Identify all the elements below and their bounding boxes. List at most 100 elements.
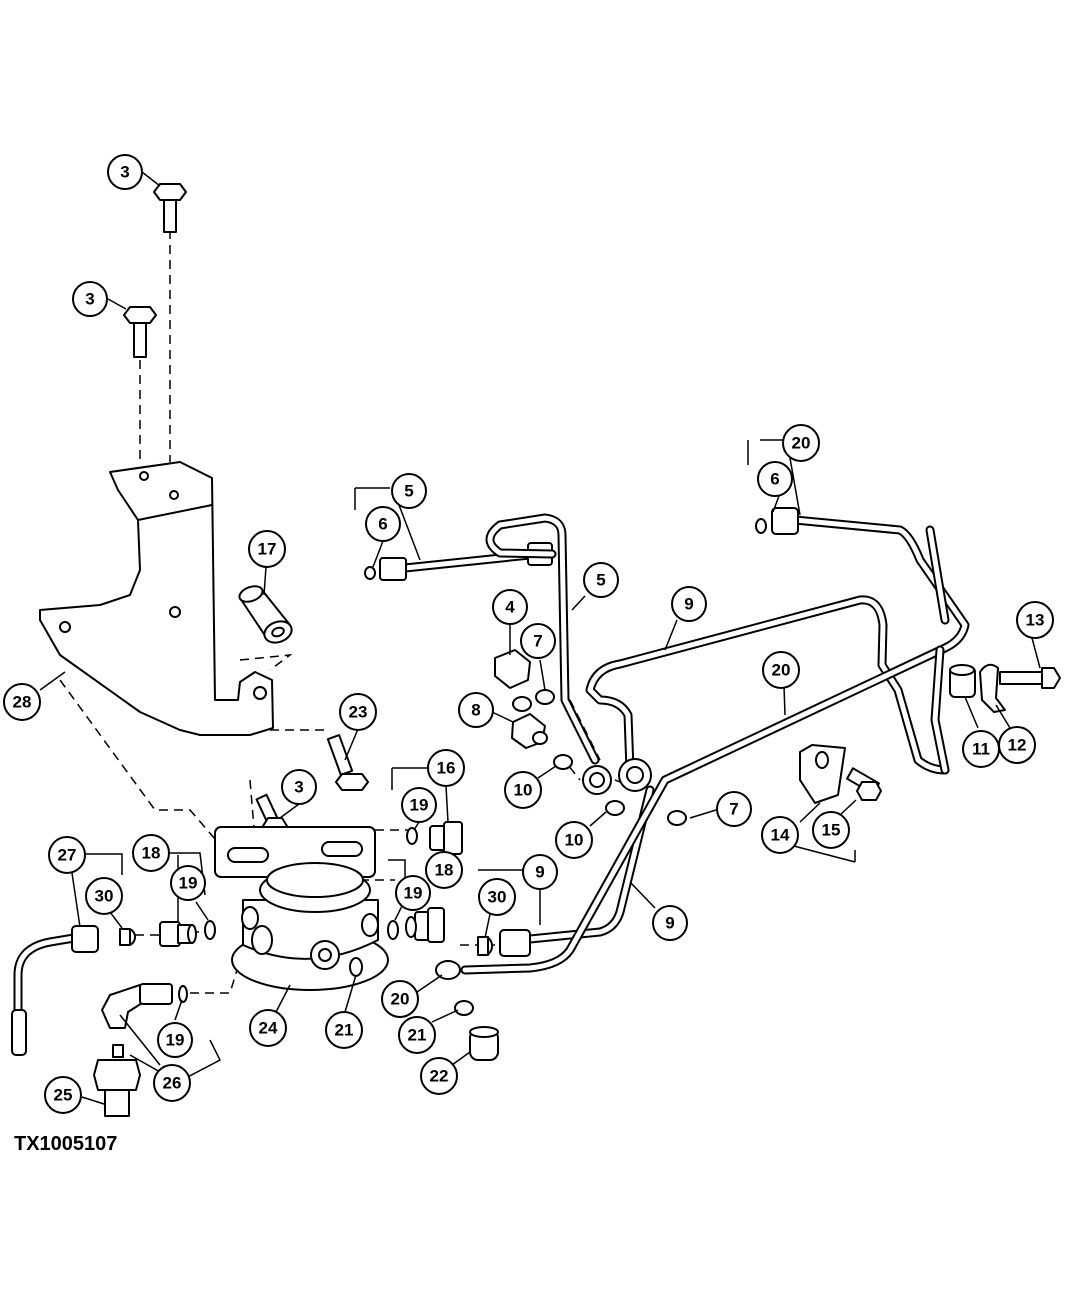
drawing-reference-number: TX1005107: [14, 1133, 118, 1155]
fuel-line-5: [364, 542, 553, 581]
callout-28: 28: [3, 683, 41, 721]
svg-text:21: 21: [408, 1026, 427, 1045]
callout-9: 9: [671, 586, 707, 622]
callout-9: 9: [522, 854, 558, 890]
cap-part: [469, 1026, 499, 1061]
callout-14: 14: [761, 816, 799, 854]
washer-part: [553, 754, 573, 770]
bracket-hole: [59, 621, 71, 633]
callout-6: 6: [365, 506, 401, 542]
elbow-fitting-part: [101, 983, 188, 1029]
mounting-bracket: [39, 461, 274, 736]
svg-text:7: 7: [533, 632, 542, 651]
callout-15: 15: [812, 811, 850, 849]
callout-30: 30: [478, 878, 516, 916]
filter-head: [214, 826, 389, 991]
washer-part: [667, 810, 687, 826]
svg-text:28: 28: [13, 693, 32, 712]
callout-9: 9: [652, 905, 688, 941]
svg-text:10: 10: [565, 831, 584, 850]
svg-text:20: 20: [391, 990, 410, 1009]
svg-text:30: 30: [95, 887, 114, 906]
bolt-part: [123, 306, 157, 358]
callout-20: 20: [782, 424, 820, 462]
fitting-part: [494, 649, 532, 712]
svg-text:19: 19: [166, 1031, 185, 1050]
callout-19: 19: [395, 875, 431, 911]
svg-text:16: 16: [437, 759, 456, 778]
svg-text:3: 3: [294, 778, 303, 797]
bracket-hole: [253, 686, 267, 700]
svg-text:23: 23: [349, 703, 368, 722]
svg-text:7: 7: [729, 800, 738, 819]
callout-3: 3: [72, 281, 108, 317]
callout-16: 16: [427, 749, 465, 787]
callout-26: 26: [153, 1064, 191, 1102]
svg-text:8: 8: [471, 701, 480, 720]
callout-19: 19: [170, 865, 206, 901]
callout-21: 21: [325, 1011, 363, 1049]
svg-text:25: 25: [54, 1086, 73, 1105]
callout-24: 24: [249, 1009, 287, 1047]
svg-text:20: 20: [792, 434, 811, 453]
callout-23: 23: [339, 693, 377, 731]
drain-tube: [11, 925, 99, 1056]
spacer-part: [238, 585, 293, 644]
svg-text:11: 11: [972, 740, 990, 759]
fuel-line-20: [435, 507, 970, 980]
callout-7: 7: [716, 791, 752, 827]
callout-20: 20: [762, 651, 800, 689]
fitting-part: [405, 907, 445, 943]
fitting-part: [511, 713, 548, 749]
fuel-line-9: [499, 595, 950, 957]
callout-30: 30: [85, 877, 123, 915]
spacer-part: [949, 664, 976, 698]
svg-text:6: 6: [770, 470, 779, 489]
svg-text:5: 5: [404, 482, 413, 501]
svg-text:9: 9: [684, 595, 693, 614]
svg-text:22: 22: [430, 1067, 449, 1086]
svg-text:18: 18: [435, 861, 454, 880]
svg-text:10: 10: [514, 781, 533, 800]
svg-text:14: 14: [771, 826, 790, 845]
svg-text:19: 19: [179, 874, 198, 893]
callout-20: 20: [381, 980, 419, 1018]
svg-text:4: 4: [505, 598, 515, 617]
callout-6: 6: [757, 461, 793, 497]
callout-13: 13: [1016, 601, 1054, 639]
clamp-part: [799, 744, 846, 804]
svg-text:20: 20: [772, 661, 791, 680]
fitting-part: [477, 936, 493, 956]
bracket-hole: [169, 490, 179, 500]
svg-text:9: 9: [535, 863, 544, 882]
callout-27: 27: [48, 836, 86, 874]
washer-part: [605, 800, 625, 816]
sensor-part: [93, 1044, 141, 1117]
callout-21: 21: [398, 1016, 436, 1054]
callout-22: 22: [420, 1057, 458, 1095]
washer-part: [454, 1000, 474, 1016]
callout-18: 18: [425, 851, 463, 889]
callout-25: 25: [44, 1076, 82, 1114]
svg-text:30: 30: [488, 888, 507, 907]
callout-10: 10: [504, 771, 542, 809]
svg-text:27: 27: [58, 846, 77, 865]
svg-text:5: 5: [596, 571, 605, 590]
callout-12: 12: [998, 726, 1036, 764]
svg-text:12: 12: [1008, 736, 1027, 755]
washer-part: [535, 689, 555, 705]
callout-19: 19: [401, 787, 437, 823]
svg-text:19: 19: [404, 884, 423, 903]
bolt-part: [846, 767, 882, 801]
o-ring-part: [406, 827, 418, 845]
svg-text:3: 3: [85, 290, 94, 309]
callout-3: 3: [107, 154, 143, 190]
svg-text:3: 3: [120, 163, 129, 182]
callout-17: 17: [248, 530, 286, 568]
bolt-part: [999, 667, 1061, 689]
o-ring-part: [387, 920, 399, 940]
leader-lines: [39, 171, 1041, 1105]
svg-text:17: 17: [258, 540, 277, 559]
bolt-part: [326, 734, 369, 791]
